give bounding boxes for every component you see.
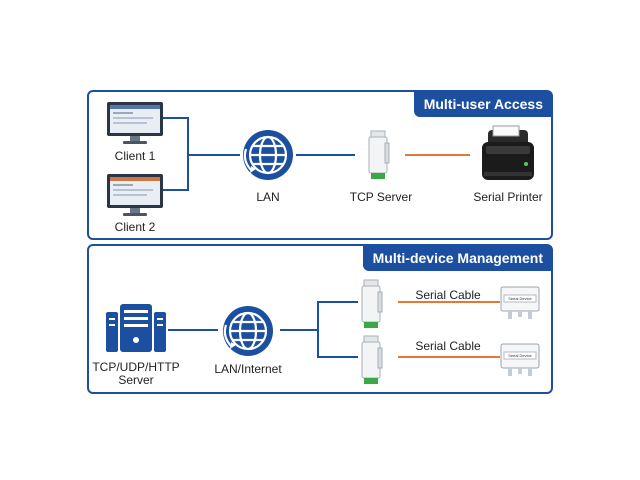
- sensor-box-icon: Serial Device: [500, 286, 540, 320]
- lan-internet-label: LAN/Internet: [214, 362, 282, 376]
- server-label-line1: TCP/UDP/HTTP: [92, 360, 180, 374]
- tcp-server-label: TCP Server: [349, 190, 413, 204]
- serial-device-label-2: Serial Device: [508, 353, 532, 358]
- server-module-icon: [368, 130, 390, 179]
- serial-cable-label-2: Serial Cable: [415, 339, 481, 353]
- panel-title-multi-device: Multi-device Management: [362, 246, 551, 271]
- server-module-icon: [361, 279, 383, 328]
- lan-label: LAN: [256, 190, 280, 204]
- globe-icon: [223, 306, 273, 356]
- printer-icon: [482, 125, 534, 180]
- sensor-box-icon: Serial Device: [500, 343, 540, 377]
- multi-user-access-panel: Multi-user Access: [87, 90, 553, 240]
- server-label-line2: Server: [118, 373, 154, 387]
- globe-icon: [243, 130, 293, 180]
- serial-printer-label: Serial Printer: [473, 190, 543, 204]
- client-2-label: Client 2: [114, 220, 156, 234]
- multi-device-management-panel: Multi-device Management: [87, 244, 553, 394]
- client-1-label: Client 1: [114, 149, 156, 163]
- serial-cable-label-1: Serial Cable: [415, 288, 481, 302]
- monitor-icon: [107, 102, 163, 144]
- server-rack-icon: [106, 304, 166, 352]
- server-module-icon: [361, 335, 383, 384]
- serial-device-label-1: Serial Device: [508, 296, 532, 301]
- panel-title-multi-user: Multi-user Access: [413, 92, 551, 117]
- monitor-icon: [107, 174, 163, 216]
